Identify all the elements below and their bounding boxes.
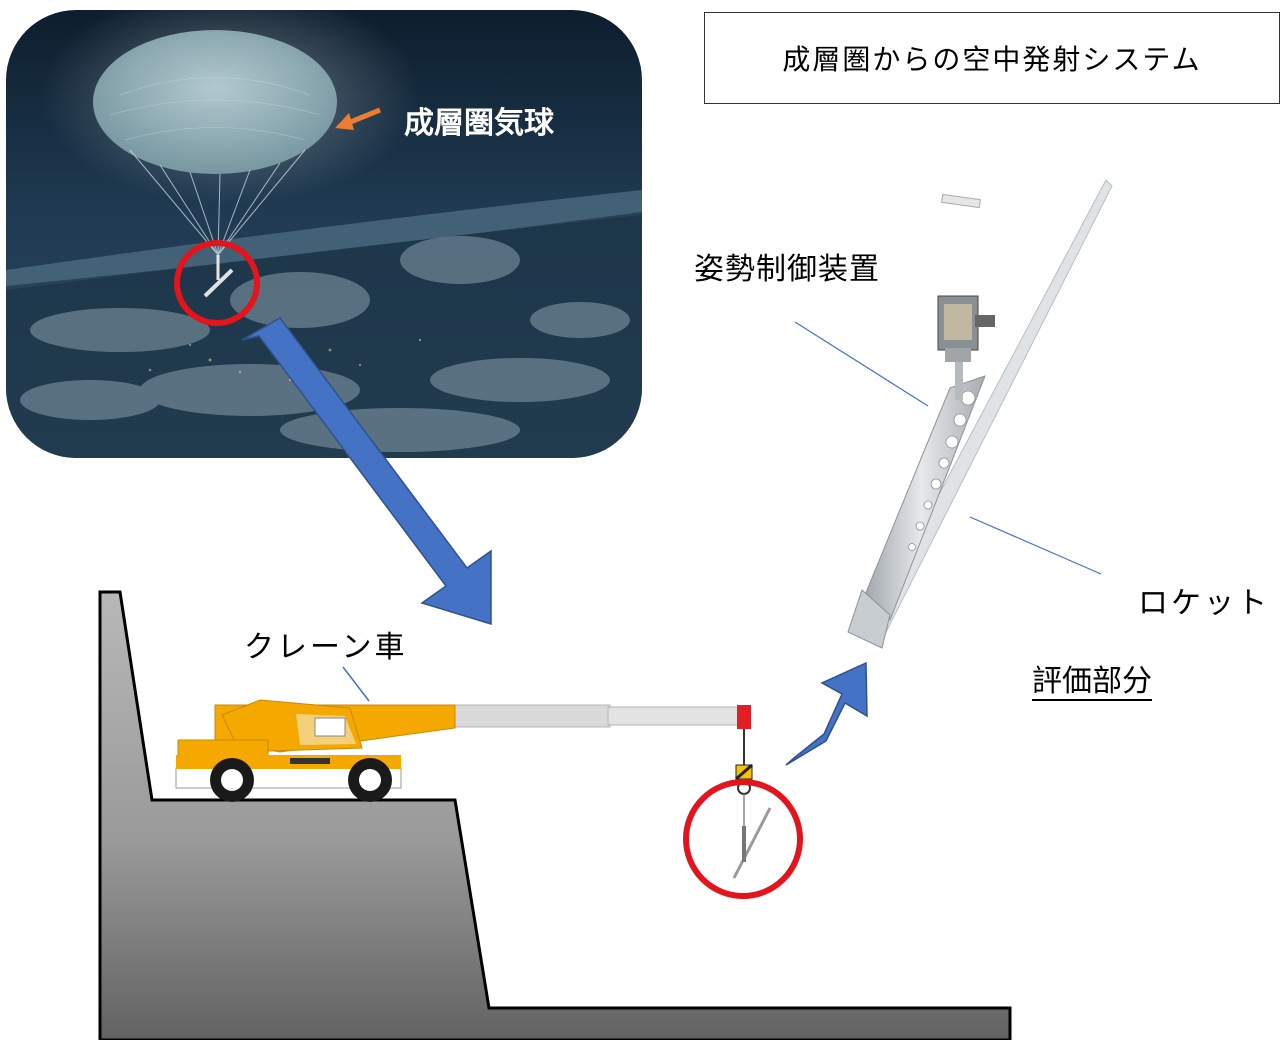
rocket-assembly [847,179,1113,649]
rocket-label: ロケット [1138,586,1270,621]
crane-truck [175,699,772,879]
payload-highlight-circle [174,240,260,326]
crane-truck-label: クレーン車 [244,630,408,665]
evaluation-part-label: 評価部分 [1032,664,1152,699]
crane-leader-line [342,666,370,702]
cliff-ground [98,590,1012,1040]
diagram-title: 成層圏からの空中発射システム [704,12,1280,104]
attitude-leader-line [794,321,929,407]
attitude-control-label: 姿勢制御装置 [694,252,880,287]
stratospheric-balloon [93,30,337,298]
rocket-leader-line [969,516,1102,575]
transition-arrow-small [785,661,868,766]
balloon-pointer-arrow [335,107,381,130]
payload-test-highlight-circle [683,779,803,899]
transition-arrow-large [241,317,492,626]
balloon-label: 成層圏気球 [404,106,554,141]
